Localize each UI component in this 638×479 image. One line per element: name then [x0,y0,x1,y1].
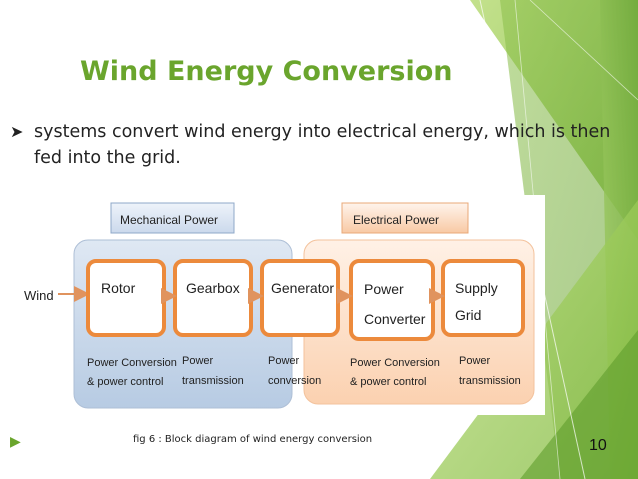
desc-gearbox-2: transmission [182,375,244,387]
page-number: 10 [589,437,607,454]
block-supply-grid-label-2: Grid [455,307,481,323]
block-power-converter [349,259,435,341]
block-generator [260,259,340,337]
block-gearbox [173,259,253,337]
desc-gearbox-1: Power [182,355,214,367]
desc-generator-2: conversion [268,375,321,387]
desc-converter-1: Power Conversion [350,357,440,369]
block-supply-grid [441,259,525,337]
block-rotor [86,259,166,337]
block-power-converter-label-2: Converter [364,311,426,327]
block-generator-label: Generator [271,280,334,296]
mechanical-header: Mechanical Power [120,213,218,227]
electrical-header-box [341,202,469,234]
block-rotor-label: Rotor [101,280,136,296]
block-supply-grid-label-1: Supply [455,280,498,296]
desc-rotor-2: & power control [87,376,163,388]
bullet-text: systems convert wind energy into electri… [34,122,611,168]
block-diagram: Mechanical Power Electrical Power Wind R… [0,195,545,415]
mechanical-header-box [110,202,235,234]
desc-grid-1: Power [459,355,491,367]
desc-rotor-1: Power Conversion [87,357,177,369]
slide-bullet-arrow-icon: ▶ [10,433,21,449]
desc-grid-2: transmission [459,375,521,387]
block-power-converter-label-1: Power [364,281,404,297]
slide-title: Wind Energy Conversion [80,56,453,87]
electrical-header: Electrical Power [353,213,439,227]
desc-generator-1: Power [268,355,300,367]
figure-caption: fig 6 : Block diagram of wind energy con… [133,434,373,445]
wind-label: Wind [24,288,54,303]
bullet-arrow-icon: ➤ [10,124,24,141]
desc-converter-2: & power control [350,376,426,388]
block-gearbox-label: Gearbox [186,280,240,296]
